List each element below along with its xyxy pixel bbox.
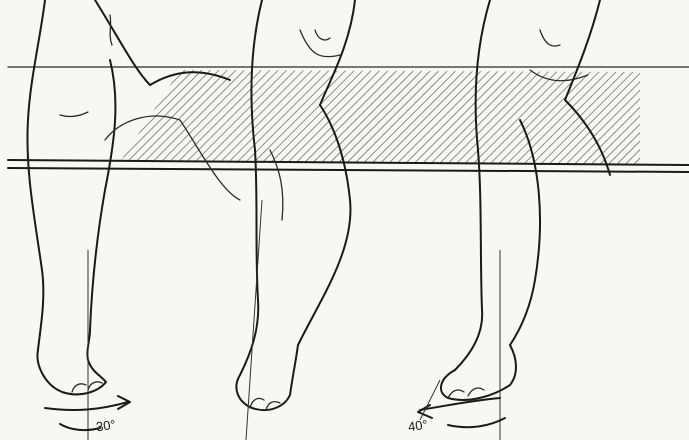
right-angle-label: 40° xyxy=(407,417,429,435)
right-figure xyxy=(418,0,610,440)
left-angle-label: 30° xyxy=(95,417,117,435)
left-figure xyxy=(27,0,240,440)
center-figure xyxy=(236,0,355,440)
